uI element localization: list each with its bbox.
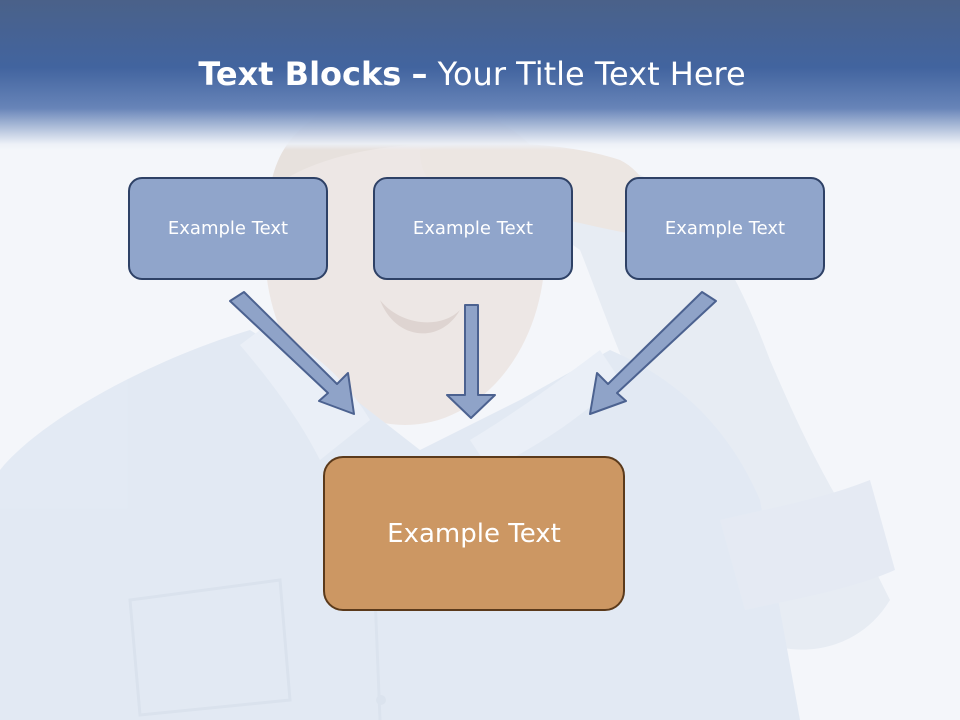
photo-button-2 [376, 695, 386, 705]
title-rest: Your Title Text Here [437, 55, 746, 93]
text-block-main[interactable]: Example Text [323, 456, 625, 611]
slide-title: Text Blocks – Your Title Text Here [0, 52, 944, 96]
photo-sleeve-cuff [720, 480, 895, 610]
title-band [0, 0, 960, 150]
photo-collar-right [470, 350, 620, 470]
text-block-right-label: Example Text [664, 218, 786, 239]
photo-collar [240, 330, 370, 460]
arrow-left [229, 291, 355, 415]
photo-smile [380, 300, 460, 334]
photo-pocket [128, 578, 292, 717]
text-block-main-label: Example Text [387, 518, 561, 549]
title-bold: Text Blocks [198, 55, 402, 93]
title-dash: – [411, 55, 428, 93]
text-block-left-label: Example Text [167, 218, 289, 239]
text-block-center[interactable]: Example Text [373, 177, 573, 280]
text-block-left[interactable]: Example Text [128, 177, 328, 280]
arrow-right [589, 291, 717, 415]
text-block-center-label: Example Text [412, 218, 534, 239]
arrow-center [446, 304, 496, 419]
text-block-right[interactable]: Example Text [625, 177, 825, 280]
